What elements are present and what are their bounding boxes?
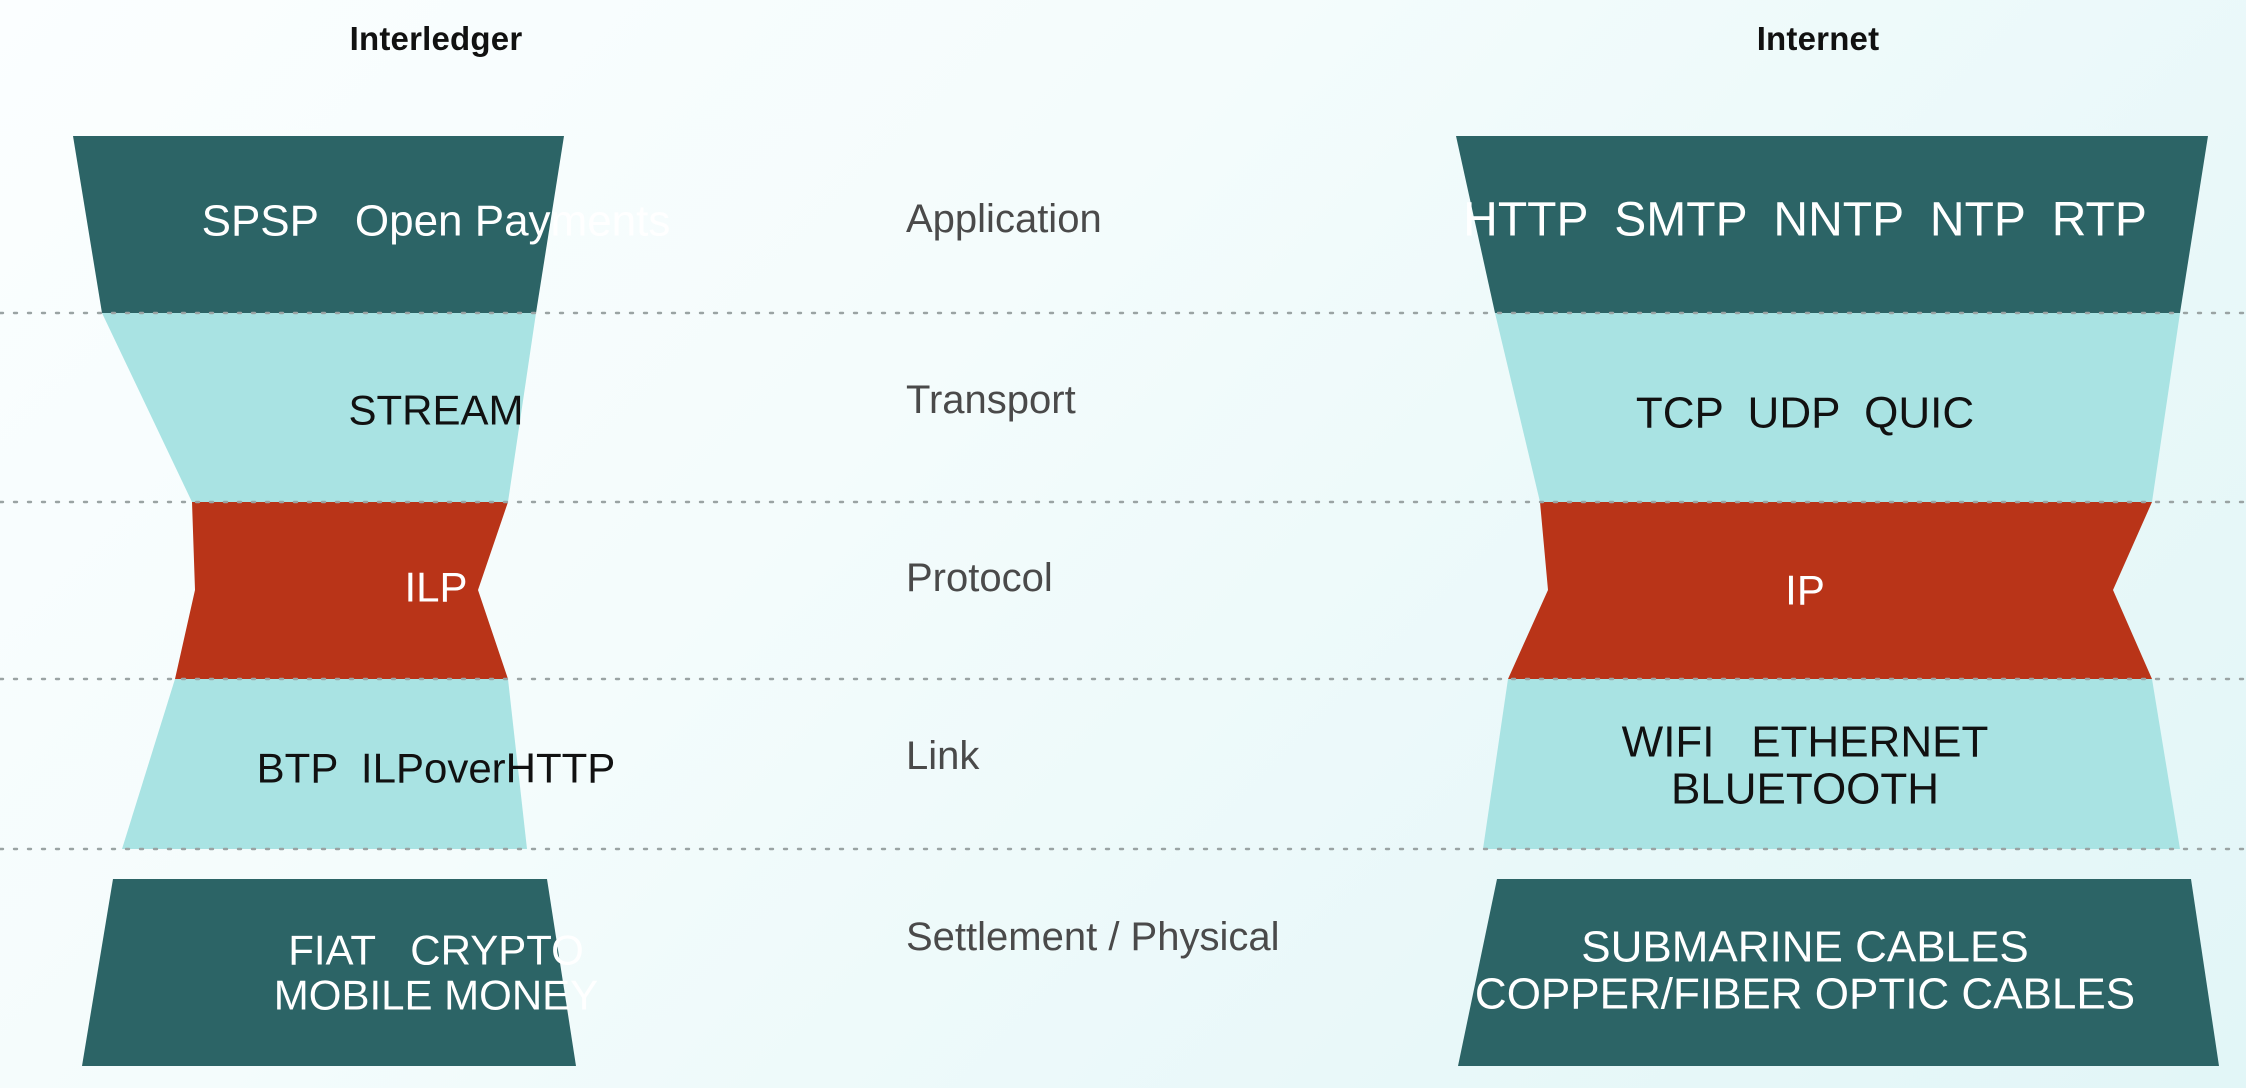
interledger-stack — [73, 136, 576, 1066]
layer-name-link: Link — [906, 734, 980, 778]
internet-application-block — [1456, 136, 2208, 313]
layer-dividers — [0, 311, 2246, 851]
interledger-application-label: SPSP Open Payments — [201, 196, 671, 246]
interledger-transport-block — [102, 313, 536, 502]
internet-protocol-block — [1508, 502, 2152, 679]
interledger-link-block — [122, 679, 527, 849]
layer-name-application: Application — [906, 197, 1102, 241]
internet-settlement-block — [1458, 879, 2219, 1066]
interledger-application-block — [73, 136, 564, 313]
interledger-transport-label: STREAM — [348, 386, 524, 434]
internet-application-label: HTTP SMTP NNTP NTP RTP — [1463, 193, 2147, 247]
interledger-settlement-block — [82, 879, 576, 1066]
interledger-link-label: BTP ILPoverHTTP — [256, 744, 616, 792]
internet-transport-block — [1495, 313, 2180, 502]
internet-protocol-label: IP — [1785, 566, 1825, 614]
interledger-settlement-label: FIAT CRYPTO MOBILE MONEY — [273, 926, 599, 1018]
column-title-internet: Internet — [1756, 20, 1880, 57]
internet-transport-label: TCP UDP QUIC — [1635, 388, 1975, 438]
interledger-protocol-block — [175, 502, 508, 679]
internet-stack — [1456, 136, 2219, 1066]
internet-link-block — [1483, 679, 2180, 849]
column-title-interledger: Interledger — [349, 20, 523, 57]
interledger-protocol-label: ILP — [404, 563, 468, 611]
layer-name-transport: Transport — [906, 378, 1076, 422]
layer-name-protocol: Protocol — [906, 556, 1053, 600]
layer-name-settlement: Settlement / Physical — [906, 915, 1280, 959]
internet-settlement-label: SUBMARINE CABLES COPPER/FIBER OPTIC CABL… — [1474, 922, 2136, 1018]
internet-link-label: WIFI ETHERNET BLUETOOTH — [1621, 717, 1989, 813]
